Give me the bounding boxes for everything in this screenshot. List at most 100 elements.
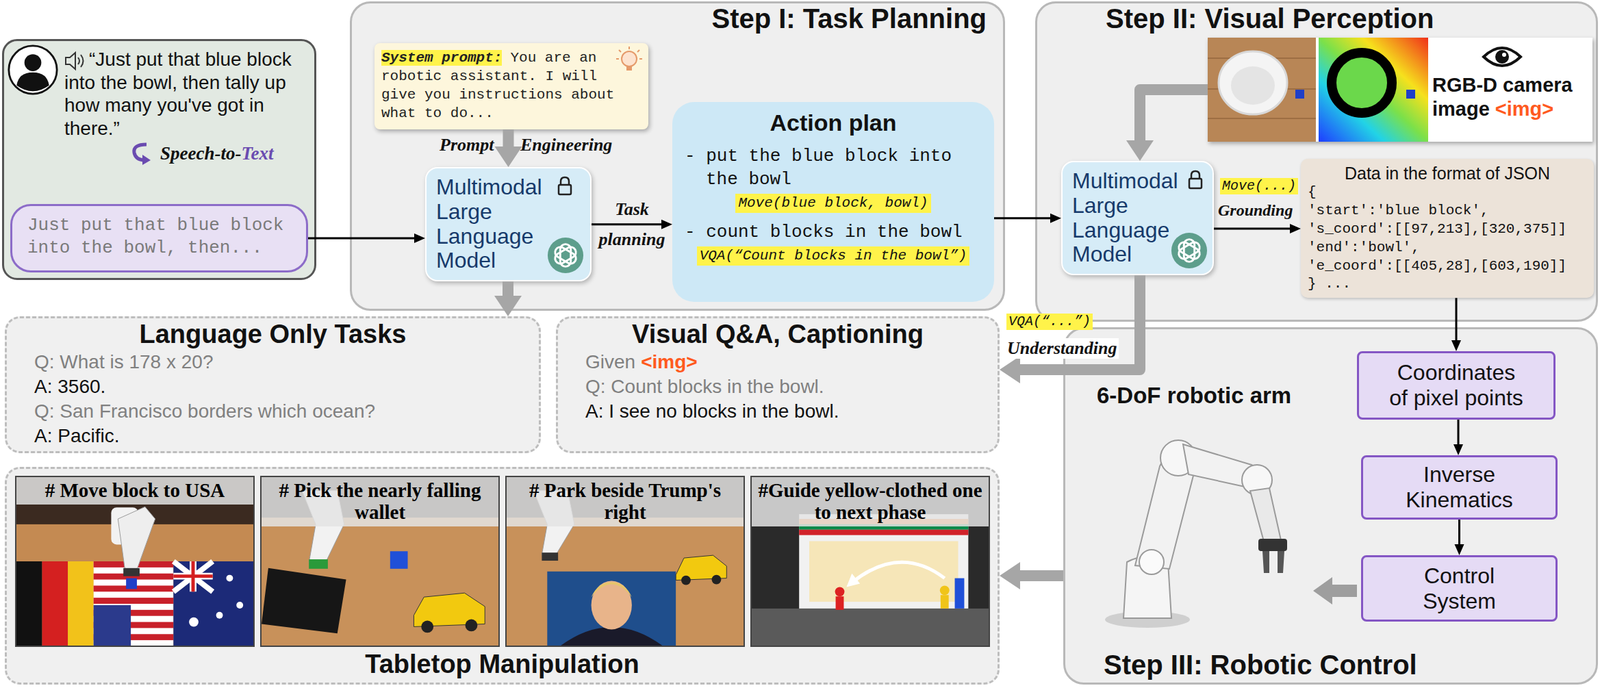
step-title: Step I: Task Planning (368, 3, 987, 34)
art-shape (188, 575, 244, 628)
answer: A: I see no blocks in the bowl. (585, 399, 984, 424)
art-shape (1313, 577, 1357, 605)
arrow-head (1454, 544, 1465, 556)
panel-title: Visual Q&A, Captioning (571, 318, 984, 350)
art-shape (117, 506, 155, 571)
art-shape (1171, 232, 1208, 269)
transcript-box: Just put that blue block into the bowl, … (10, 204, 309, 273)
connector-line (502, 281, 514, 298)
art-shape (591, 581, 632, 630)
task-panel: Tabletop Manipulation # Move block to US… (4, 466, 1000, 685)
arrow-head (414, 233, 426, 244)
annotation-label: Grounding (1217, 199, 1293, 221)
action-plan-box: Action plan- put the blue block into the… (672, 102, 995, 302)
art-shape (560, 177, 569, 185)
connector-arrow (999, 562, 1064, 590)
step-panel: Step II: Visual Perception RGB-D camera … (1035, 1, 1598, 322)
connector-arrow (994, 213, 1062, 224)
art-shape (421, 620, 434, 634)
art-shape (236, 601, 244, 609)
photo-caption: # Pick the nearly falling wallet (261, 477, 499, 527)
connector-line (1458, 519, 1461, 546)
art-shape (93, 605, 131, 646)
lightbulb-icon (615, 45, 643, 74)
photo-caption: # Park beside Trump's right (506, 477, 744, 527)
lock-icon (1187, 169, 1204, 190)
question: Q: San Francisco borders which ocean? (34, 399, 526, 424)
art-shape (465, 619, 478, 632)
art-shape (67, 561, 94, 646)
system-prompt-box: System prompt:You are an robotic assista… (374, 43, 649, 130)
json-box: Data in the format of JSON{'start':'blue… (1300, 158, 1594, 298)
art-shape (940, 594, 949, 609)
process-box: Coordinates of pixel points (1356, 351, 1556, 420)
photo-panel: # Park beside Trump's right (505, 475, 745, 647)
connector-arrow (1213, 223, 1301, 234)
art-shape (1189, 178, 1202, 189)
function-call: Move(blue block, bowl) (735, 193, 931, 213)
connector-arrow (1454, 519, 1465, 556)
arrow-head (494, 295, 522, 317)
robot-arm-illustration (1092, 425, 1319, 631)
art-shape (8, 45, 57, 94)
art-shape (1176, 240, 1202, 261)
art-shape (261, 568, 347, 634)
art-shape (225, 575, 233, 582)
art-shape (142, 154, 151, 165)
json-line: 'end':'bowl', (1307, 238, 1587, 258)
art-shape (835, 596, 845, 611)
art-shape (93, 597, 174, 604)
arrow-head (494, 146, 523, 168)
art-shape (626, 66, 632, 71)
art-shape (93, 561, 174, 646)
art-shape (751, 608, 989, 646)
art-shape (1176, 240, 1202, 261)
connector-arrow (494, 129, 523, 168)
process-box: Control System (1361, 555, 1558, 622)
task-panel: Language Only TasksQ: What is 178 x 20?A… (4, 316, 541, 454)
connector-arrow (999, 275, 1140, 384)
art-shape (390, 551, 409, 569)
annotation-label: Understanding (1005, 338, 1119, 359)
camera-photos (1207, 37, 1429, 142)
connector-line (1018, 570, 1064, 582)
art-shape (798, 529, 969, 536)
photo-caption: #Guide yellow-clothed one to next phase (751, 477, 989, 527)
model-name: Multimodal Large Language Model (1072, 169, 1203, 268)
art-shape (553, 245, 578, 266)
photo-panel: #Guide yellow-clothed one to next phase (750, 475, 990, 647)
photo-panel: # Move block to USA (15, 475, 255, 647)
image-token: <img> (640, 351, 697, 373)
speech-quote: “Just put that blue block into the bowl,… (64, 47, 308, 140)
art-shape (123, 568, 140, 577)
panel-title: Language Only Tasks (20, 318, 526, 350)
art-shape (553, 245, 578, 266)
mllm-box: Multimodal Large Language Model (425, 167, 592, 282)
arrow-head (1451, 340, 1462, 352)
connector-line (503, 129, 515, 148)
art-shape (1176, 239, 1202, 263)
step-panel: Step I: Task PlanningSystem prompt:You a… (349, 1, 1006, 311)
art-shape (1406, 89, 1416, 99)
camera-image-box: RGB-D camera image<img> (1207, 37, 1593, 142)
arrow-head (1050, 213, 1062, 224)
arrow-head (1453, 444, 1464, 456)
step-title: Step III: Robotic Control (1103, 649, 1596, 680)
art-shape (216, 612, 224, 619)
art-shape (125, 578, 137, 590)
art-shape (558, 184, 571, 195)
connector-arrow (591, 219, 673, 230)
art-shape (1331, 52, 1392, 113)
art-shape (1191, 171, 1200, 179)
connector-line (1139, 89, 1208, 142)
json-line: 'e_coord':[[405,28],[603,190]] (1307, 257, 1587, 276)
art-shape (553, 244, 578, 268)
art-shape (78, 54, 84, 68)
lock-icon (556, 175, 574, 196)
art-shape (1218, 51, 1288, 115)
json-line: { (1307, 183, 1587, 202)
panel-title: Tabletop Manipulation (20, 648, 984, 680)
art-shape (591, 582, 632, 598)
art-shape (560, 627, 663, 646)
